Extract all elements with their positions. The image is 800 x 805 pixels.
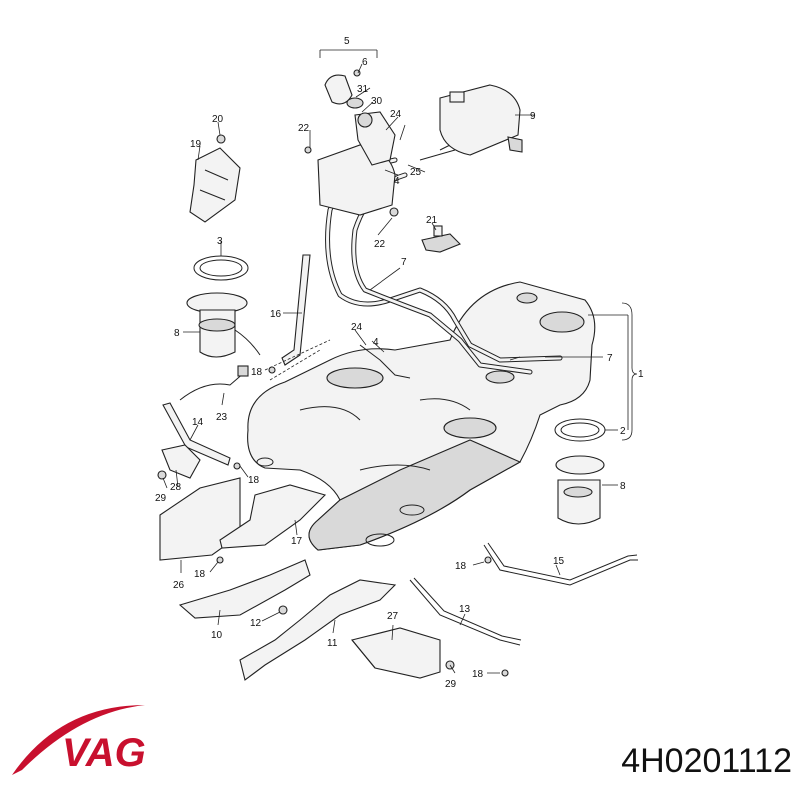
callout-30: 30 xyxy=(371,96,383,107)
callout-2: 2 xyxy=(620,426,626,437)
callout-8: 8 xyxy=(174,328,180,339)
callout-20: 20 xyxy=(212,114,224,125)
callout-7b: 7 xyxy=(607,353,613,364)
callout-11: 11 xyxy=(327,638,338,649)
fasteners xyxy=(157,134,509,677)
callout-24b: 24 xyxy=(351,322,363,333)
callout-17: 17 xyxy=(291,536,303,547)
callout-18b: 18 xyxy=(248,475,260,486)
callout-labels: 1 2 3 4 4 5 6 7 7 8 8 9 10 11 12 13 14 1… xyxy=(155,36,644,690)
callout-7: 7 xyxy=(401,257,407,268)
callout-23: 23 xyxy=(216,412,228,423)
charcoal-canister xyxy=(439,84,523,156)
callout-29b: 29 xyxy=(445,679,457,690)
callout-18c: 18 xyxy=(194,569,206,580)
callout-4b: 4 xyxy=(373,337,379,348)
logo-swoosh xyxy=(12,705,145,775)
callout-12: 12 xyxy=(250,618,262,629)
callout-18d: 18 xyxy=(455,561,467,572)
logo-text: VAG xyxy=(62,731,146,775)
callout-22b: 22 xyxy=(374,239,386,250)
callout-19: 19 xyxy=(190,139,202,150)
callout-31: 31 xyxy=(357,84,369,95)
callout-9: 9 xyxy=(530,111,536,122)
callout-4: 4 xyxy=(394,176,400,187)
callout-29a: 29 xyxy=(155,493,167,504)
callout-16: 16 xyxy=(270,309,282,320)
brackets xyxy=(159,254,638,681)
fuel-pump-left xyxy=(186,292,261,358)
leader-lines xyxy=(162,49,629,674)
filler-neck xyxy=(317,69,396,216)
fuel-tank xyxy=(247,281,596,551)
callout-15: 15 xyxy=(553,556,565,567)
callout-18e: 18 xyxy=(472,669,484,680)
callout-22a: 22 xyxy=(298,123,310,134)
callout-6: 6 xyxy=(362,57,368,68)
callout-3: 3 xyxy=(217,236,223,247)
callout-8b: 8 xyxy=(620,481,626,492)
callout-26: 26 xyxy=(173,580,185,591)
heat-shield-19 xyxy=(189,147,241,223)
callout-10: 10 xyxy=(211,630,223,641)
callout-21: 21 xyxy=(426,215,438,226)
callout-25: 25 xyxy=(410,167,422,178)
callout-1: 1 xyxy=(638,369,644,380)
callout-5: 5 xyxy=(344,36,350,47)
part-number: 4H0201112 xyxy=(621,742,792,780)
fuel-pump-right xyxy=(554,418,606,525)
callout-24a: 24 xyxy=(390,109,402,120)
callout-18a: 18 xyxy=(251,367,263,378)
callout-14: 14 xyxy=(192,417,204,428)
group-bracket xyxy=(621,302,638,441)
callout-28: 28 xyxy=(170,482,182,493)
vag-logo: VAG xyxy=(12,705,146,775)
seal-ring-3 xyxy=(193,255,249,281)
callout-27: 27 xyxy=(387,611,399,622)
callout-13: 13 xyxy=(459,604,471,615)
sensor-21 xyxy=(421,225,461,253)
